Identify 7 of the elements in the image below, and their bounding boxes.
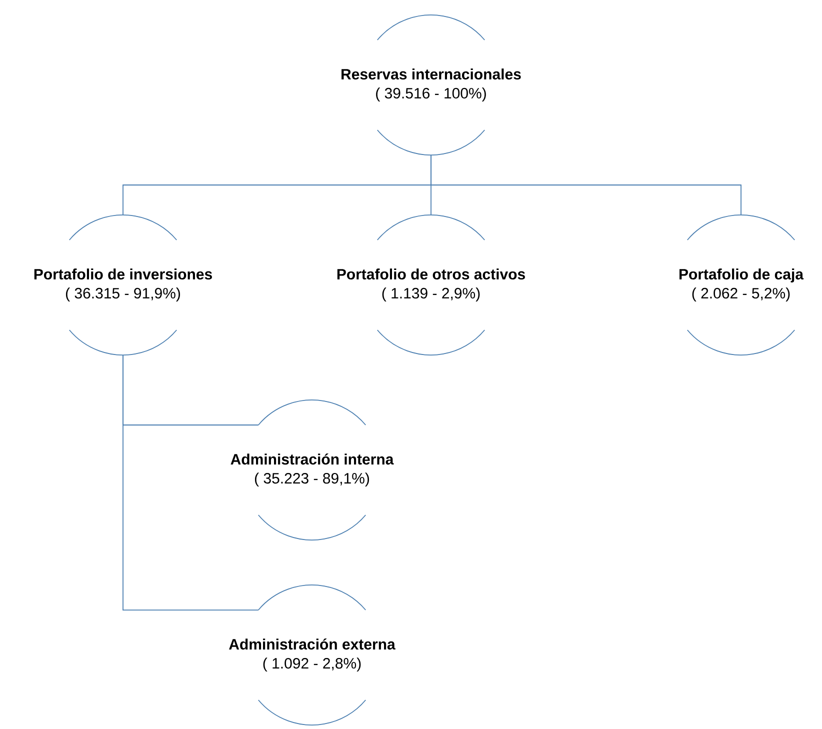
half-circle-node: Portafolio de inversiones ( 36.315 - 91,9%) (34, 214, 212, 356)
half-circle-node: Portafolio de otros activos ( 1.139 - 2,9%) (337, 214, 525, 356)
connector-line (122, 354, 259, 610)
half-circle-node: Portafolio de caja ( 2.062 - 5,2%) (680, 214, 804, 356)
half-circle-node: Reservas internacionales ( 39.516 - 100%) (342, 14, 521, 156)
half-circle-node: Administración interna ( 35.223 - 89,1%) (230, 400, 394, 540)
half-circle-node: Administración externa ( 1.092 - 2,8%) (229, 584, 396, 726)
